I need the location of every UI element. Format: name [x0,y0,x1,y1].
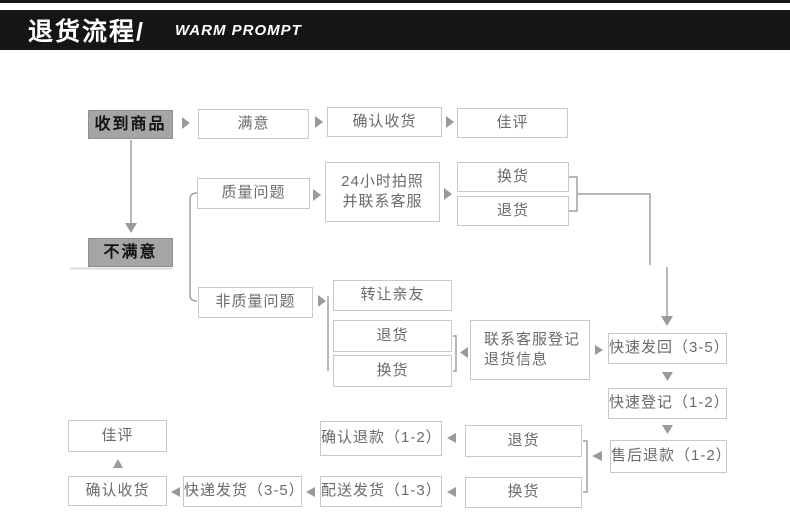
arrow-down-icon [661,316,673,326]
arrow-right-icon [182,117,190,129]
node-quality-problem: 质量问题 [197,178,310,209]
merge-bracket [453,335,457,372]
node-fast-sendback: 快速发回（3-5） [608,333,729,364]
arrow-left-icon [592,451,602,461]
arrow-down-icon [662,372,673,381]
branch-bracket [189,192,198,302]
connector-line [577,193,651,265]
merge-bracket [583,440,588,493]
arrow-right-icon [313,189,321,201]
node-confirm-receipt: 确认收货 [327,107,442,137]
arrow-right-icon [444,188,452,200]
node-satisfied: 满意 [198,109,309,139]
node-transfer-friends: 转让亲友 [333,280,452,311]
node-express-dispatch: 快递发货（3-5） [183,476,304,507]
node-photo-24h-contact: 24小时拍照 并联系客服 [325,162,440,222]
arrow-left-icon [460,347,468,358]
merge-bracket [569,176,578,212]
arrow-left-icon [447,487,456,497]
node-delivery-dispatch: 配送发货（1-3） [320,476,442,507]
node-unsatisfied: 不满意 [88,238,173,267]
node-fast-register: 快速登记（1-2） [608,388,729,419]
node-exchange-nonquality: 换货 [333,355,452,387]
node-confirm-refund: 确认退款（1-2） [320,421,442,456]
node-received-goods: 收到商品 [88,110,173,139]
node-non-quality-problem: 非质量问题 [198,287,313,318]
node-good-review-2: 佳评 [68,420,167,452]
node-return-nonquality: 退货 [333,320,452,352]
arrow-left-icon [306,487,315,497]
node-exchange-quality: 换货 [457,162,569,192]
arrow-right-icon [595,345,603,355]
node-aftersale-refund: 售后退款（1-2） [610,440,731,473]
arrow-down-icon [662,425,673,434]
node-exchange-bottom: 换货 [465,477,582,508]
node-return-quality: 退货 [457,196,569,226]
node-good-review: 佳评 [457,108,568,138]
arrow-right-icon [446,116,454,128]
arrow-right-icon [318,295,326,307]
top-divider [0,0,790,3]
arrow-right-icon [315,116,323,128]
arrow-down-icon [125,223,137,233]
node-contact-service: 联系客服登记 退货信息 [470,320,590,380]
page-subtitle: WARM PROMPT [174,21,302,39]
node-confirm-receipt-2: 确认收货 [68,476,167,506]
header-bar: 退货流程/ WARM PROMPT [0,10,790,50]
arrow-left-icon [171,487,180,497]
arrow-left-icon [447,433,456,443]
arrow-up-icon [113,459,123,468]
page-title: 退货流程/ [28,18,145,46]
node-return-bottom: 退货 [465,425,582,457]
